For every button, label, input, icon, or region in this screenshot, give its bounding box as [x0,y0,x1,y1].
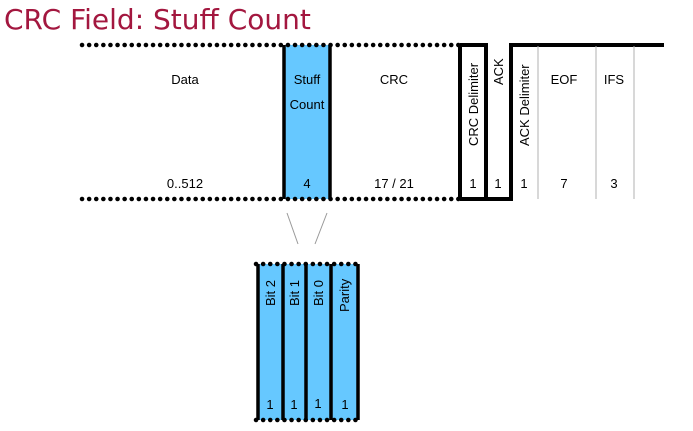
ack-label: ACK [491,58,506,85]
bit-1-size: 1 [290,397,297,412]
stuff-count-bits-fill [258,264,358,420]
zoom-connector-left [286,212,299,245]
crc-delimiter-label: CRC Delimiter [466,62,481,146]
crc-delimiter-size: 1 [469,176,476,191]
crc-field-label: CRC [380,72,408,87]
ack-delimiter-label: ACK Delimiter [517,64,532,146]
stuff-count-size: 4 [303,176,310,191]
stuff-count-field-fill [284,45,330,199]
ack-size: 1 [494,176,501,191]
bit-0-size: 1 [314,396,321,411]
stuff-count-label-line1: Stuff [294,72,321,87]
parity-size: 1 [341,397,348,412]
data-field-size: 0..512 [167,176,203,191]
stuff-count-label-line2: Count [290,97,325,112]
bit-2-label: Bit 2 [263,280,278,306]
crc-field-size: 17 / 21 [374,176,414,191]
ifs-label: IFS [604,72,625,87]
ack-delimiter-size: 1 [520,176,527,191]
bit-2-size: 1 [266,397,273,412]
bit-0-label: Bit 0 [311,280,326,306]
data-field-label: Data [171,72,199,87]
parity-label: Parity [337,278,352,312]
bit-1-label: Bit 1 [287,280,302,306]
bus-top-solid-line [460,43,664,201]
eof-label: EOF [551,72,578,87]
slide-title: CRC Field: Stuff Count [4,3,311,36]
ifs-size: 3 [610,176,617,191]
eof-size: 7 [560,176,567,191]
zoom-connector-right [314,212,328,245]
